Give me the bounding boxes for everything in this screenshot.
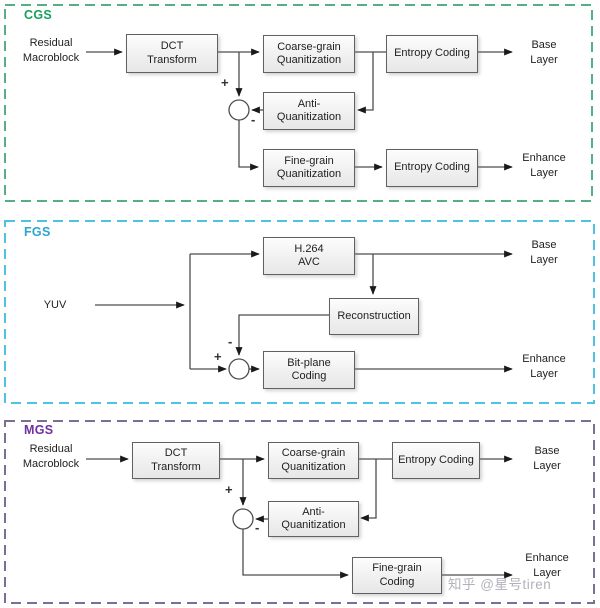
cgs-anti-quantization-box: Anti- Quanitization — [263, 92, 355, 130]
mgs-enhance-layer-label: Enhance Layer — [525, 552, 569, 579]
mgs-sum-junction-circle — [232, 508, 254, 530]
cgs-entropy-coding-top-box: Entropy Coding — [386, 35, 478, 73]
fgs-reconstruction-box: Reconstruction — [329, 298, 419, 335]
cgs-fine-grain-quantization-box: Fine-grain Quanitization — [263, 149, 355, 187]
fgs-base-layer-label: Base Layer — [530, 239, 558, 266]
mgs-wire-branch-to-antiq — [360, 459, 377, 522]
cgs-sum-junction-circle — [228, 99, 250, 121]
cgs-plus-sign: + — [221, 75, 229, 90]
mgs-dct-transform-box: DCT Transform — [132, 442, 220, 479]
fgs-enhance-layer-label: Enhance Layer — [522, 353, 566, 380]
fgs-section-border — [4, 220, 595, 404]
cgs-section-border — [4, 4, 593, 202]
cgs-input-label: Residual Macroblock — [22, 37, 80, 64]
mgs-section-border — [4, 420, 595, 604]
fgs-minus-sign: - — [228, 334, 233, 349]
fgs-input-label: YUV — [43, 299, 67, 311]
cgs-coarse-grain-quantization-box: Coarse-grain Quanitization — [263, 35, 355, 73]
mgs-entropy-coding-box: Entropy Coding — [392, 442, 480, 479]
fgs-sum-junction-circle — [228, 358, 250, 380]
fgs-bitplane-coding-box: Bit-plane Coding — [263, 351, 355, 389]
mgs-base-layer-label: Base Layer — [533, 445, 561, 472]
cgs-dct-transform-box: DCT Transform — [126, 34, 218, 73]
mgs-plus-sign: + — [225, 482, 233, 497]
cgs-section-title: CGS — [24, 8, 52, 22]
mgs-minus-sign: - — [255, 520, 260, 535]
cgs-minus-sign: - — [251, 112, 256, 127]
zhihu-watermark: 知乎 @星号tiren — [448, 577, 552, 592]
fgs-wire-reconstruction-to-sum — [235, 314, 329, 356]
cgs-enhance-layer-label: Enhance Layer — [522, 152, 566, 179]
mgs-wire-sum-to-fine — [242, 529, 349, 579]
mgs-anti-quantization-box: Anti- Quanitization — [268, 501, 359, 537]
cgs-wire-branch-to-antiq — [357, 52, 374, 114]
mgs-fine-grain-coding-box: Fine-grain Coding — [352, 557, 442, 594]
mgs-input-label: Residual Macroblock — [22, 443, 80, 470]
cgs-base-layer-label: Base Layer — [530, 39, 558, 66]
mgs-coarse-grain-quantization-box: Coarse-grain Quanitization — [268, 442, 359, 479]
fgs-h264-avc-box: H.264 AVC — [263, 237, 355, 275]
fgs-plus-sign: + — [214, 349, 222, 364]
mgs-section-title: MGS — [24, 423, 54, 437]
cgs-entropy-coding-bottom-box: Entropy Coding — [386, 149, 478, 187]
fgs-section-title: FGS — [24, 225, 51, 239]
cgs-wire-sum-to-fine — [238, 120, 259, 171]
